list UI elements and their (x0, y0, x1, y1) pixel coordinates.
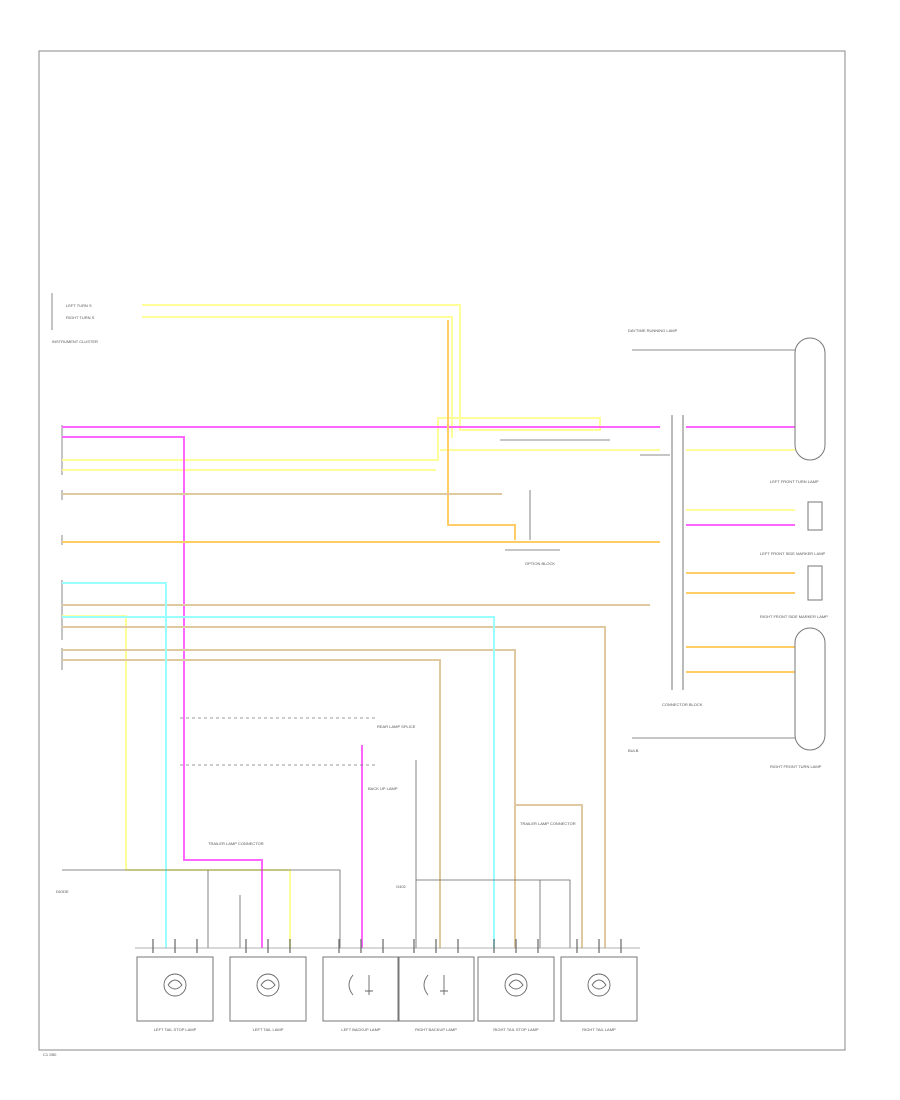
connector-block (671, 337, 826, 751)
diagram-frame (38, 50, 846, 1051)
lamp-box-3 (322, 956, 400, 1022)
lamp-box-4 (397, 956, 475, 1022)
lamp-bulb-icon (504, 973, 528, 997)
wires-pink (62, 426, 795, 948)
lamp-label-5: RIGHT TAIL STOP LAMP (493, 1027, 539, 1032)
lamp-box-1 (136, 956, 214, 1022)
lamp-label-6: RIGHT TAIL LAMP (582, 1027, 616, 1032)
lamp-bulb-icon (587, 973, 611, 997)
lamp-label-1: LEFT TAIL STOP LAMP (154, 1027, 197, 1032)
footer-code: C1 2B0 (43, 1052, 57, 1057)
left-connector-stubs (51, 293, 63, 670)
label-diode: DIODE (56, 889, 69, 894)
splice-dashes (180, 717, 375, 766)
label-left-turn: LEFT TURN S (66, 303, 92, 308)
lamp-bulb-icon (256, 973, 280, 997)
lamp-bulb-icon (163, 973, 187, 997)
wires-cyan (62, 582, 495, 948)
label-left-front-turn-lamp: LEFT FRONT TURN LAMP (770, 479, 819, 484)
wires-tan (62, 493, 650, 948)
lamp-box-6 (560, 956, 638, 1022)
lamp-label-3: LEFT BACKUP LAMP (341, 1027, 381, 1032)
label-rear-lamp-splice: REAR LAMP SPLICE (377, 724, 416, 729)
label-daytime-running-lamp: DAYTIME RUNNING LAMP (628, 328, 678, 333)
wires-orange (62, 320, 795, 673)
label-bulb: BULB (628, 748, 639, 753)
label-ground-g402: G402 (396, 884, 407, 889)
label-trailer-lamp-connector-top: TRAILER LAMP CONNECTOR (208, 841, 264, 846)
label-right-turn: RIGHT TURN S (66, 315, 95, 320)
label-back-up-lamp: BACK UP LAMP (368, 786, 398, 791)
label-instrument-cluster: INSTRUMENT CLUSTER (52, 339, 98, 344)
wires-black (62, 349, 795, 948)
label-right-front-side-marker: RIGHT FRONT SIDE MARKER LAMP (760, 614, 828, 619)
label-left-front-side-marker: LEFT FRONT SIDE MARKER LAMP (760, 551, 826, 556)
lamp-group: LEFT TAIL STOP LAMP LEFT TAIL LAMP LEFT BA… (136, 939, 638, 1032)
lamp-label-4: RIGHT BACKUP LAMP (415, 1027, 457, 1032)
wires-yellow (62, 304, 795, 948)
label-right-front-turn-lamp: RIGHT FRONT TURN LAMP (770, 764, 822, 769)
label-option-block: OPTION BLOCK (525, 561, 555, 566)
lamp-socket-icon (423, 974, 448, 996)
label-connector-block: CONNECTOR BLOCK (662, 702, 703, 707)
lamp-socket-icon (348, 974, 373, 996)
lamp-box-2 (229, 956, 307, 1022)
label-trailer-lamp-connector: TRAILER LAMP CONNECTOR (520, 821, 576, 826)
lamp-box-5 (477, 956, 555, 1022)
lamp-label-2: LEFT TAIL LAMP (253, 1027, 284, 1032)
